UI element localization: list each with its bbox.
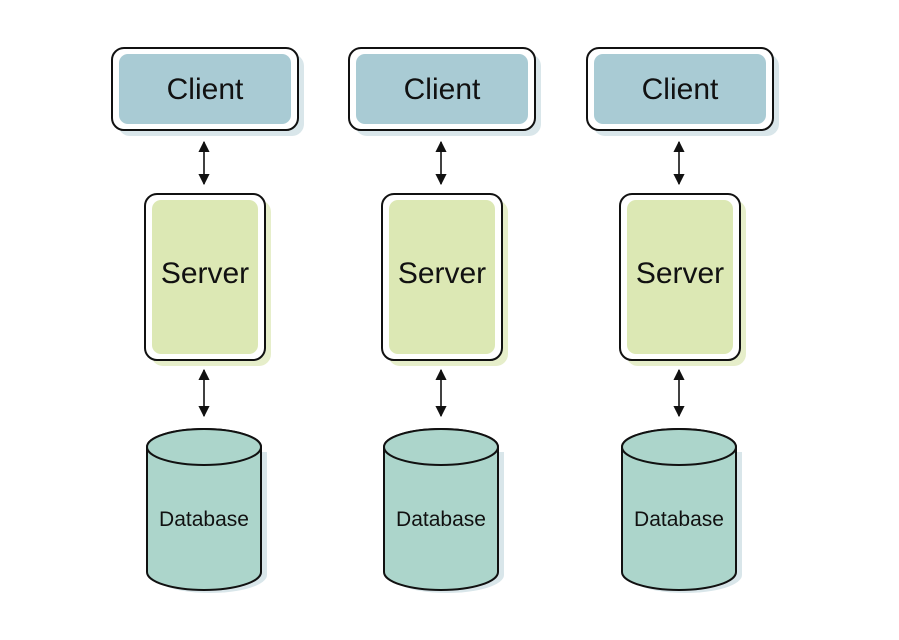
database-label-2: Database bbox=[396, 508, 486, 531]
client-node-2: Client bbox=[348, 47, 541, 136]
client-node-3: Client bbox=[586, 47, 779, 136]
database-node-1: Database bbox=[146, 428, 267, 593]
client-node-1: Client bbox=[111, 47, 304, 136]
stack-column-2: Client Server Database bbox=[348, 47, 541, 593]
server-label-1: Server bbox=[161, 257, 249, 290]
database-label-3: Database bbox=[634, 508, 724, 531]
stack-column-1: Client Server Database bbox=[111, 47, 304, 593]
server-node-2: Server bbox=[381, 193, 508, 366]
database-label-1: Database bbox=[159, 508, 249, 531]
server-label-3: Server bbox=[636, 257, 724, 290]
client-label-2: Client bbox=[404, 73, 481, 106]
server-node-3: Server bbox=[619, 193, 746, 366]
client-label-1: Client bbox=[167, 73, 244, 106]
database-node-3: Database bbox=[621, 428, 742, 593]
server-node-1: Server bbox=[144, 193, 271, 366]
stack-column-3: Client Server Database bbox=[586, 47, 779, 593]
server-label-2: Server bbox=[398, 257, 486, 290]
client-label-3: Client bbox=[642, 73, 719, 106]
database-node-2: Database bbox=[383, 428, 504, 593]
